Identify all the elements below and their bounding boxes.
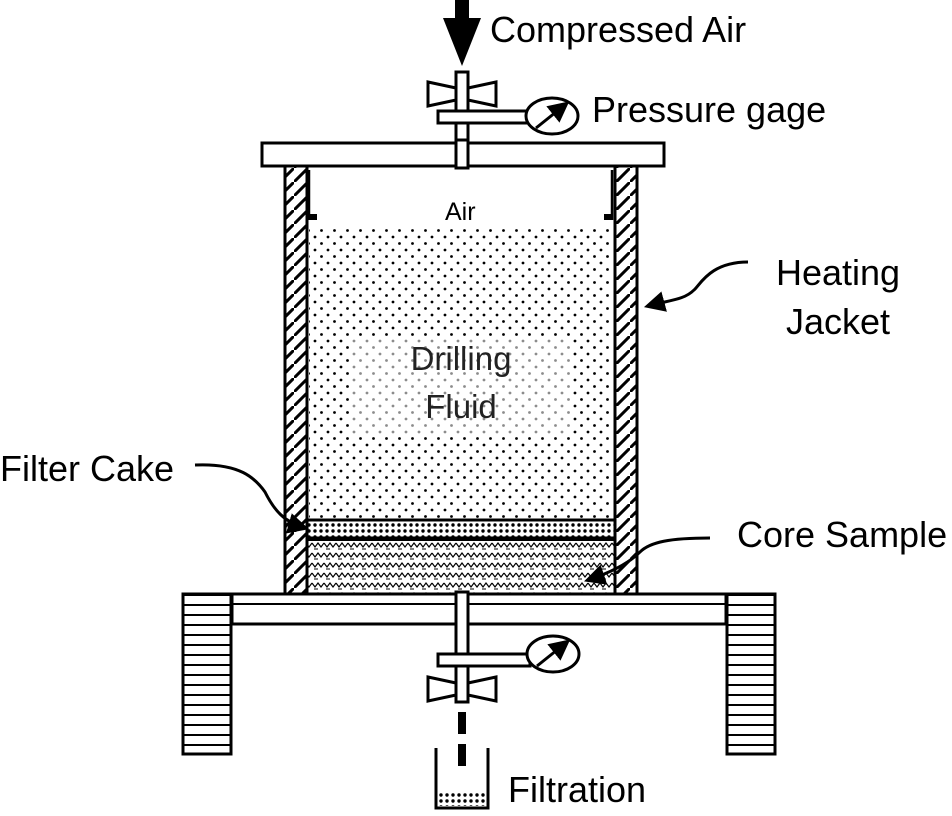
- left-leg: [181, 592, 233, 756]
- filtration-label: Filtration: [508, 769, 646, 810]
- core-sample-label: Core Sample: [737, 514, 947, 555]
- compressed-air-arrow-icon: [443, 0, 481, 66]
- core-sample-pointer: [584, 536, 711, 585]
- heating-jacket-label-line1: Heating: [776, 252, 900, 293]
- pressure-gage-label: Pressure gage: [592, 89, 826, 130]
- drilling-fluid-label-line2: Fluid: [425, 388, 497, 425]
- filtrate-drip-icon: [458, 712, 466, 766]
- air-label: Air: [445, 198, 476, 226]
- heating-jacket-left-wall: [283, 164, 309, 596]
- filter-cake-layer: [305, 518, 617, 540]
- filter-cake-label: Filter Cake: [0, 448, 174, 489]
- bottom-pressure-gage-icon: [525, 634, 581, 674]
- drilling-fluid-label-line1: Drilling: [411, 340, 512, 377]
- filter-cake-pointer: [194, 463, 310, 534]
- heating-jacket-label-line2: Jacket: [786, 301, 890, 342]
- right-leg: [725, 592, 777, 756]
- heating-jacket-pointer: [643, 260, 749, 312]
- compressed-air-label: Compressed Air: [490, 9, 746, 50]
- base-plate: [230, 592, 728, 626]
- top-pressure-gage-icon: [524, 96, 580, 136]
- core-sample-layer: [306, 539, 616, 595]
- collection-cylinder-icon: [434, 748, 490, 810]
- heating-jacket-right-wall: [613, 164, 639, 596]
